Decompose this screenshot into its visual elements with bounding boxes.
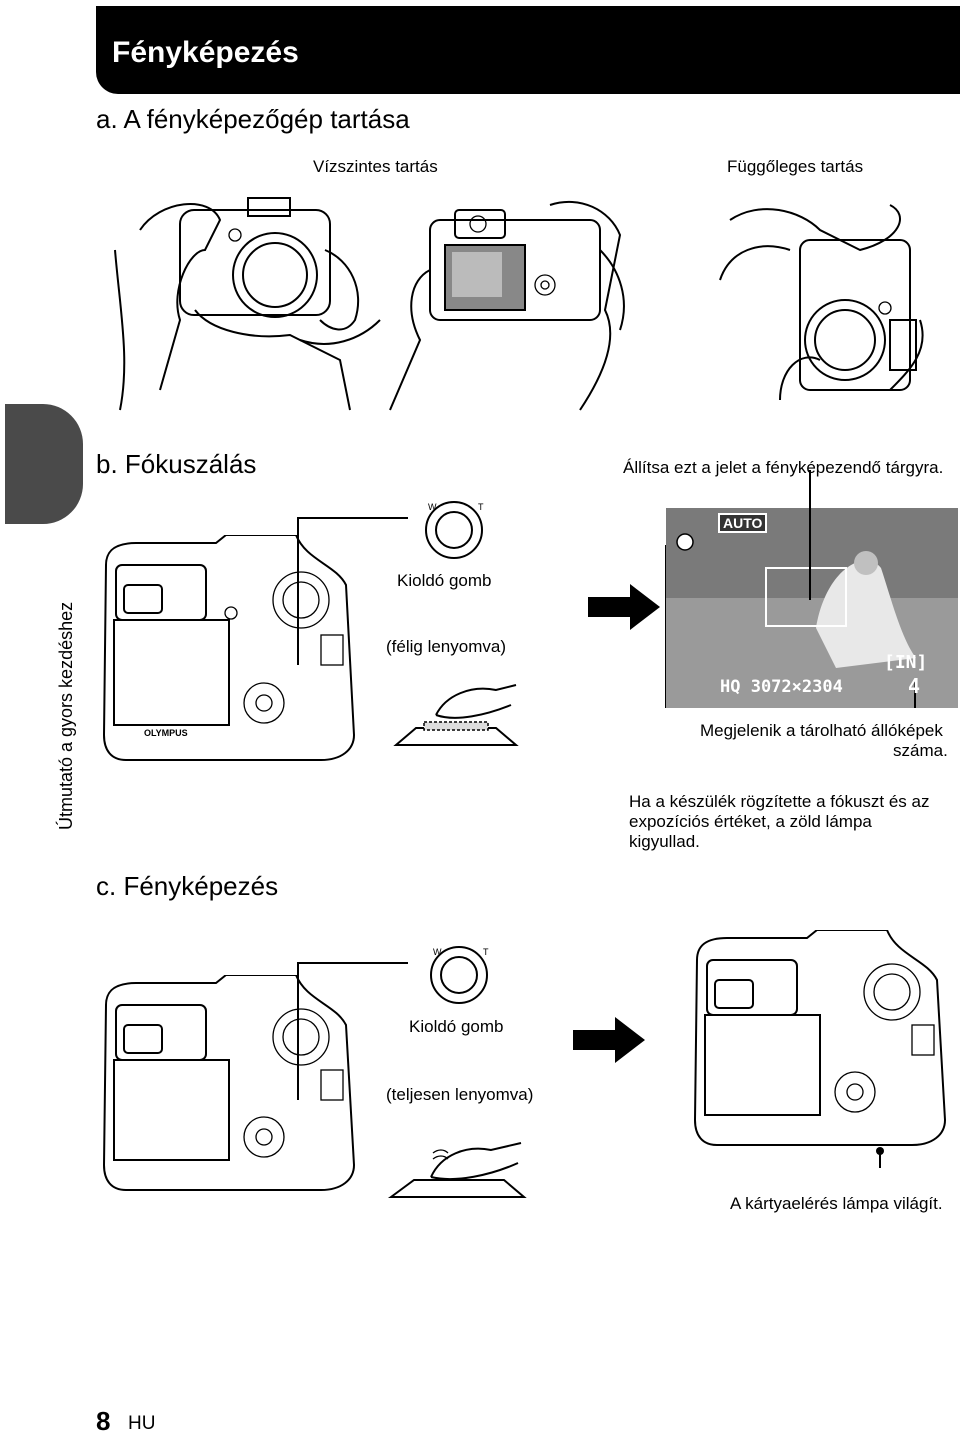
frames-caption-line1: Megjelenik a tárolható állóképek bbox=[700, 721, 943, 740]
page-language: HU bbox=[128, 1413, 156, 1434]
camera-back-illustration-c bbox=[102, 975, 356, 1191]
lcd-quality-indicator: HQ 3072×2304 bbox=[720, 677, 843, 697]
lamp-caption-line2: expozíciós értéket, a zöld lámpa bbox=[629, 812, 872, 831]
svg-text:W: W bbox=[428, 502, 437, 512]
svg-text:W: W bbox=[433, 947, 442, 957]
lcd-screen-preview bbox=[666, 508, 958, 708]
page-number: 8 bbox=[96, 1406, 111, 1436]
title-bar bbox=[96, 6, 960, 94]
holding-illustrations bbox=[114, 197, 924, 411]
svg-text:T: T bbox=[483, 947, 489, 957]
vertical-hold-caption: Függőleges tartás bbox=[727, 157, 864, 176]
lcd-scene-photo bbox=[666, 508, 958, 708]
section-b-heading: b. Fókuszálás bbox=[96, 449, 257, 479]
page-title: Fényképezés bbox=[112, 36, 299, 69]
shutter-half-state: (félig lenyomva) bbox=[386, 637, 506, 656]
shutter-half-press-diagram: W T bbox=[297, 501, 519, 746]
camera-front-horizontal-illustration bbox=[114, 197, 381, 411]
horizontal-hold-caption: Vízszintes tartás bbox=[313, 157, 438, 176]
lamp-caption-line3: kigyullad. bbox=[629, 832, 700, 851]
section-a-heading: a. A fényképezőgép tartása bbox=[96, 104, 410, 134]
lcd-memory-indicator: [IN] bbox=[884, 652, 928, 673]
shutter-full-state: (teljesen lenyomva) bbox=[386, 1085, 534, 1104]
lcd-mode-indicator: AUTO bbox=[718, 513, 768, 533]
shutter-full-press-diagram: W T bbox=[297, 946, 527, 1198]
shutter-button-label-half: Kioldó gomb bbox=[397, 571, 492, 590]
lcd-frames-left: 4 bbox=[908, 674, 921, 698]
brand-logo: OLYMPUS bbox=[144, 728, 188, 738]
focus-mark-caption: Állítsa ezt a jelet a fényképezendő tárg… bbox=[623, 458, 944, 477]
lcd-callout-lines bbox=[665, 470, 916, 708]
arrow-right-icon-c bbox=[573, 1017, 645, 1063]
section-c-heading: c. Fényképezés bbox=[96, 871, 279, 901]
camera-back-illustration: OLYMPUS bbox=[102, 535, 356, 761]
svg-text:T: T bbox=[478, 502, 484, 512]
lamp-caption-line1: Ha a készülék rögzítette a fókuszt és az bbox=[629, 792, 930, 811]
camera-back-illustration-result bbox=[693, 930, 947, 1168]
camera-back-horizontal-illustration bbox=[389, 200, 625, 411]
arrow-right-icon bbox=[588, 584, 660, 630]
frames-caption-line2: száma. bbox=[893, 741, 948, 760]
shutter-button-label-full: Kioldó gomb bbox=[409, 1017, 504, 1036]
camera-front-vertical-illustration bbox=[719, 204, 924, 401]
card-lamp-caption: A kártyaelérés lámpa világít. bbox=[730, 1194, 943, 1213]
side-tab-marker bbox=[5, 404, 83, 524]
side-tab-label: Útmutató a gyors kezdéshez bbox=[56, 601, 76, 830]
